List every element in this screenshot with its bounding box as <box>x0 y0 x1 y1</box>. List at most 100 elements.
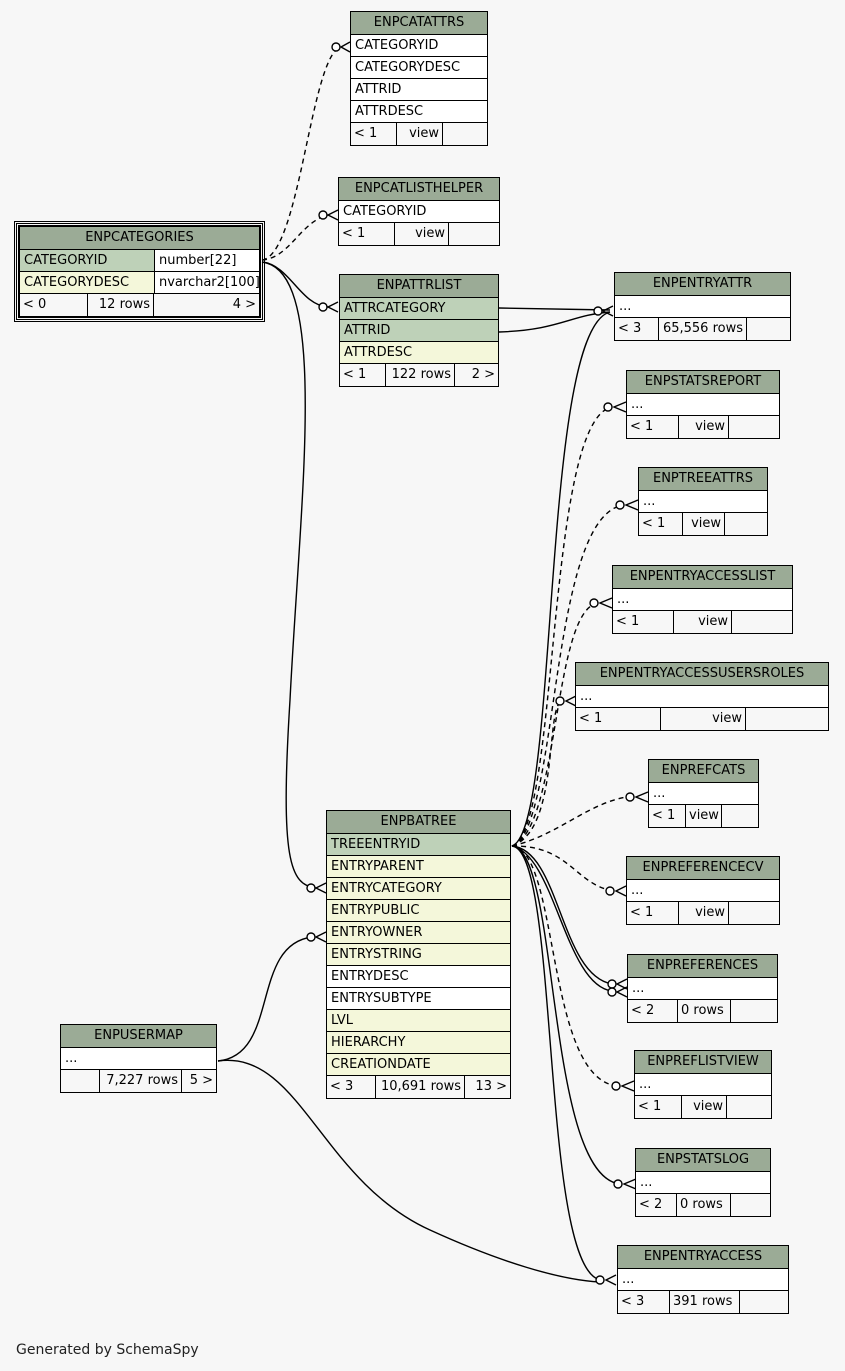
column-row[interactable]: ENTRYOWNER <box>327 922 510 944</box>
table-enprefcats[interactable]: ENPREFCATS ... < 1 view <box>648 759 759 828</box>
table-title[interactable]: ENPBATREE <box>327 811 510 834</box>
column-row[interactable]: ... <box>636 1172 770 1194</box>
column-row[interactable]: CATEGORYDESC <box>351 57 487 79</box>
table-enptreeattrs[interactable]: ENPTREEATTRS ... < 1 view <box>638 467 768 536</box>
column-row[interactable]: ... <box>628 978 777 1000</box>
column-row[interactable]: ... <box>639 491 767 513</box>
table-enpentryaccesslist[interactable]: ENPENTRYACCESSLIST ... < 1 view <box>612 565 793 634</box>
table-footer: < 1 view <box>339 223 499 245</box>
table-title[interactable]: ENPUSERMAP <box>61 1025 216 1048</box>
table-title[interactable]: ENPREFCATS <box>649 760 758 783</box>
column-row[interactable]: ... <box>635 1074 771 1096</box>
table-title[interactable]: ENPCATATTRS <box>351 12 487 35</box>
parent-count: < 2 <box>636 1194 677 1216</box>
column-row[interactable]: ATTRCATEGORY <box>340 298 498 320</box>
table-title[interactable]: ENPATTRLIST <box>340 275 498 298</box>
row-count: 65,556 rows <box>659 318 747 340</box>
table-footer: < 1 view <box>351 123 487 145</box>
column-row[interactable]: ... <box>615 296 790 318</box>
table-title[interactable]: ENPSTATSLOG <box>636 1149 770 1172</box>
table-title[interactable]: ENPREFERENCECV <box>627 857 779 880</box>
table-enpcatlisthelper[interactable]: ENPCATLISTHELPER CATEGORYID < 1 view <box>338 177 500 246</box>
generator-credit: Generated by SchemaSpy <box>16 1342 199 1358</box>
row-count: 10,691 rows <box>376 1076 465 1098</box>
column-row[interactable]: ATTRID <box>351 79 487 101</box>
table-enpbatree[interactable]: ENPBATREE TREEENTRYID ENTRYPARENT ENTRYC… <box>326 810 511 1099</box>
table-enpentryaccessusersroles[interactable]: ENPENTRYACCESSUSERSROLES ... < 1 view <box>575 662 829 731</box>
column-row[interactable]: ... <box>627 880 779 902</box>
edge-batree-prefcats <box>511 795 635 847</box>
child-count <box>443 123 487 145</box>
column-row[interactable]: ATTRDESC <box>340 342 498 364</box>
table-footer: < 3 10,691 rows 13 > <box>327 1076 510 1098</box>
column-row[interactable]: ... <box>576 686 828 708</box>
edge-categories-batree <box>261 261 317 889</box>
column-row[interactable]: CATEGORYDESC nvarchar2[100] <box>20 272 259 294</box>
table-enpentryattr[interactable]: ENPENTRYATTR ... < 3 65,556 rows <box>614 272 791 341</box>
marker-batree-category <box>306 883 316 893</box>
row-count: view <box>679 416 729 438</box>
parent-count: < 1 <box>639 513 683 535</box>
column-row[interactable]: ENTRYSUBTYPE <box>327 988 510 1010</box>
table-enpstatsreport[interactable]: ENPSTATSREPORT ... < 1 view <box>626 370 780 439</box>
table-enpcatattrs[interactable]: ENPCATATTRS CATEGORYID CATEGORYDESC ATTR… <box>350 11 488 146</box>
table-footer: < 1 122 rows 2 > <box>340 364 498 386</box>
column-row[interactable]: HIERARCHY <box>327 1032 510 1054</box>
child-count: 5 > <box>189 1073 213 1088</box>
parent-count: < 1 <box>576 708 661 730</box>
child-count <box>727 1096 771 1118</box>
table-enpusermap[interactable]: ENPUSERMAP ... 7,227 rows 5 > <box>60 1024 217 1093</box>
row-count: view <box>683 513 725 535</box>
column-row[interactable]: ENTRYDESC <box>327 966 510 988</box>
row-count: view <box>674 611 732 633</box>
table-title[interactable]: ENPREFLISTVIEW <box>635 1051 771 1074</box>
row-count: 12 rows <box>88 294 154 316</box>
column-row[interactable]: CATEGORYID number[22] <box>20 250 259 272</box>
column-row[interactable]: ENTRYPUBLIC <box>327 900 510 922</box>
column-row[interactable]: ATTRID <box>340 320 498 342</box>
marker-prefcats <box>625 792 635 802</box>
table-title[interactable]: ENPENTRYACCESS <box>618 1246 788 1269</box>
marker-attrlist <box>318 302 328 312</box>
column-row[interactable]: LVL <box>327 1010 510 1032</box>
table-enpreflistview[interactable]: ENPREFLISTVIEW ... < 1 view <box>634 1050 772 1119</box>
parent-count: < 1 <box>649 805 686 827</box>
table-footer: 7,227 rows 5 > <box>61 1070 216 1092</box>
table-title[interactable]: ENPENTRYACCESSUSERSROLES <box>576 663 828 686</box>
edge-categories-catattrs <box>261 46 341 261</box>
table-enpreferencecv[interactable]: ENPREFERENCECV ... < 1 view <box>626 856 780 925</box>
column-row[interactable]: ... <box>61 1048 216 1070</box>
column-row[interactable]: ATTRDESC <box>351 101 487 123</box>
column-row[interactable]: CREATIONDATE <box>327 1054 510 1076</box>
column-row[interactable]: ... <box>649 783 758 805</box>
table-title[interactable]: ENPSTATSREPORT <box>627 371 779 394</box>
table-title[interactable]: ENPENTRYATTR <box>615 273 790 296</box>
column-row[interactable]: ... <box>613 589 792 611</box>
marker-preferences-2 <box>607 987 617 997</box>
parent-count <box>61 1070 100 1092</box>
table-enpcategories[interactable]: ENPCATEGORIES CATEGORYID number[22] CATE… <box>14 221 265 322</box>
child-count <box>449 223 499 245</box>
table-title[interactable]: ENPTREEATTRS <box>639 468 767 491</box>
column-row[interactable]: CATEGORYID <box>351 35 487 57</box>
marker-catattrs <box>331 42 341 52</box>
table-title[interactable]: ENPCATEGORIES <box>20 227 259 250</box>
table-enpstatslog[interactable]: ENPSTATSLOG ... < 2 0 rows <box>635 1148 771 1217</box>
child-count <box>746 708 828 730</box>
column-row[interactable]: CATEGORYID <box>339 201 499 223</box>
parent-count: < 3 <box>618 1291 670 1313</box>
table-enpattrlist[interactable]: ENPATTRLIST ATTRCATEGORY ATTRID ATTRDESC… <box>339 274 499 387</box>
table-title[interactable]: ENPENTRYACCESSLIST <box>613 566 792 589</box>
column-row[interactable]: ... <box>618 1269 788 1291</box>
column-row[interactable]: ENTRYSTRING <box>327 944 510 966</box>
marker-catlisthelper <box>318 210 328 220</box>
column-row[interactable]: ... <box>627 394 779 416</box>
column-row[interactable]: ENTRYPARENT <box>327 856 510 878</box>
column-row[interactable]: TREEENTRYID <box>327 834 510 856</box>
table-enpentryaccess[interactable]: ENPENTRYACCESS ... < 3 391 rows <box>617 1245 789 1314</box>
table-enpreferences[interactable]: ENPREFERENCES ... < 2 0 rows <box>627 954 778 1023</box>
column-row[interactable]: ENTRYCATEGORY <box>327 878 510 900</box>
row-count: view <box>397 123 443 145</box>
table-title[interactable]: ENPREFERENCES <box>628 955 777 978</box>
table-title[interactable]: ENPCATLISTHELPER <box>339 178 499 201</box>
